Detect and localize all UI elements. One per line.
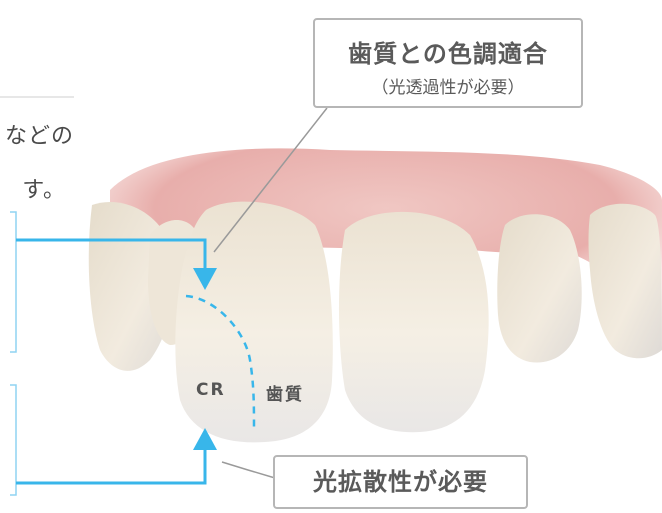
intro-text-line-1: などの: [0, 118, 74, 150]
callout-light-diffusion: 光拡散性が必要: [273, 455, 528, 509]
callout-color-match: 歯質との色調適合 （光透過性が必要）: [313, 18, 583, 108]
bracket-bottom: [10, 385, 16, 495]
label-cr: CR: [196, 380, 226, 400]
tooth-canine-right: [589, 204, 662, 359]
tooth-central-right: [339, 212, 489, 432]
callout-color-match-note: （光透過性が必要）: [315, 73, 581, 98]
intro-text-line-2: す。: [0, 172, 66, 204]
arrow-bottom-line: [16, 448, 205, 483]
leader-line-bottom: [222, 462, 275, 478]
tooth-cr: [175, 202, 332, 443]
bracket-top: [10, 212, 16, 352]
label-enamel: 歯質: [266, 380, 304, 405]
callout-color-match-title: 歯質との色調適合: [315, 34, 581, 69]
tooth-lateral-right: [497, 214, 581, 362]
